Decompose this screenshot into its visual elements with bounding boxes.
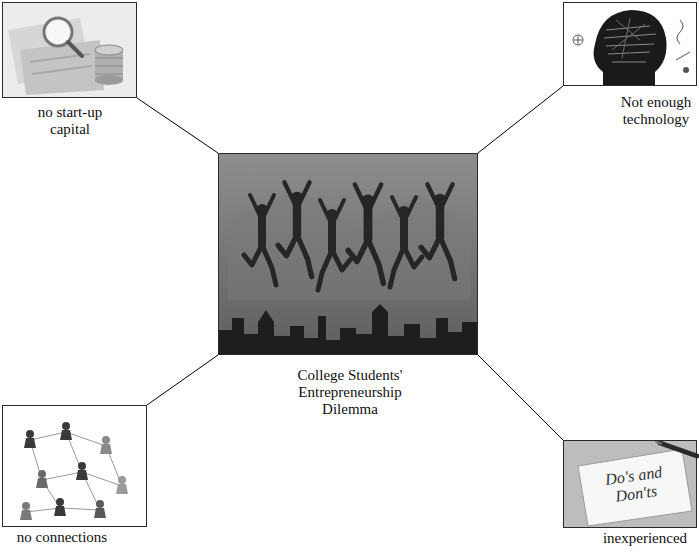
picture-node: no start-up capital bbox=[2, 2, 137, 138]
node-caption: College Students' Entrepreneurship Dilem… bbox=[280, 367, 420, 418]
picture-frame bbox=[563, 2, 697, 86]
picture-node: Not enough technology bbox=[563, 2, 697, 128]
picture-frame bbox=[2, 2, 137, 98]
picture-frame bbox=[563, 440, 697, 528]
connector-line bbox=[147, 355, 218, 405]
node-caption: no start-up capital bbox=[20, 104, 120, 138]
connector-line bbox=[137, 98, 218, 153]
network-picture bbox=[2, 405, 147, 527]
money-picture bbox=[2, 2, 137, 98]
picture-frame bbox=[2, 405, 147, 527]
note-card-picture bbox=[563, 440, 697, 528]
node-caption: Not enough technology bbox=[614, 94, 698, 128]
jumping-people-picture bbox=[218, 153, 478, 355]
connector-line bbox=[478, 355, 563, 440]
head-picture bbox=[563, 2, 697, 86]
picture-node: no connections bbox=[2, 405, 147, 546]
connector-line bbox=[478, 86, 563, 153]
node-caption: inexperienced bbox=[590, 530, 699, 547]
picture-node: College Students' Entrepreneurship Dilem… bbox=[218, 153, 478, 418]
picture-node: inexperienced bbox=[563, 440, 697, 547]
node-caption: no connections bbox=[2, 529, 122, 546]
picture-frame bbox=[218, 153, 478, 355]
